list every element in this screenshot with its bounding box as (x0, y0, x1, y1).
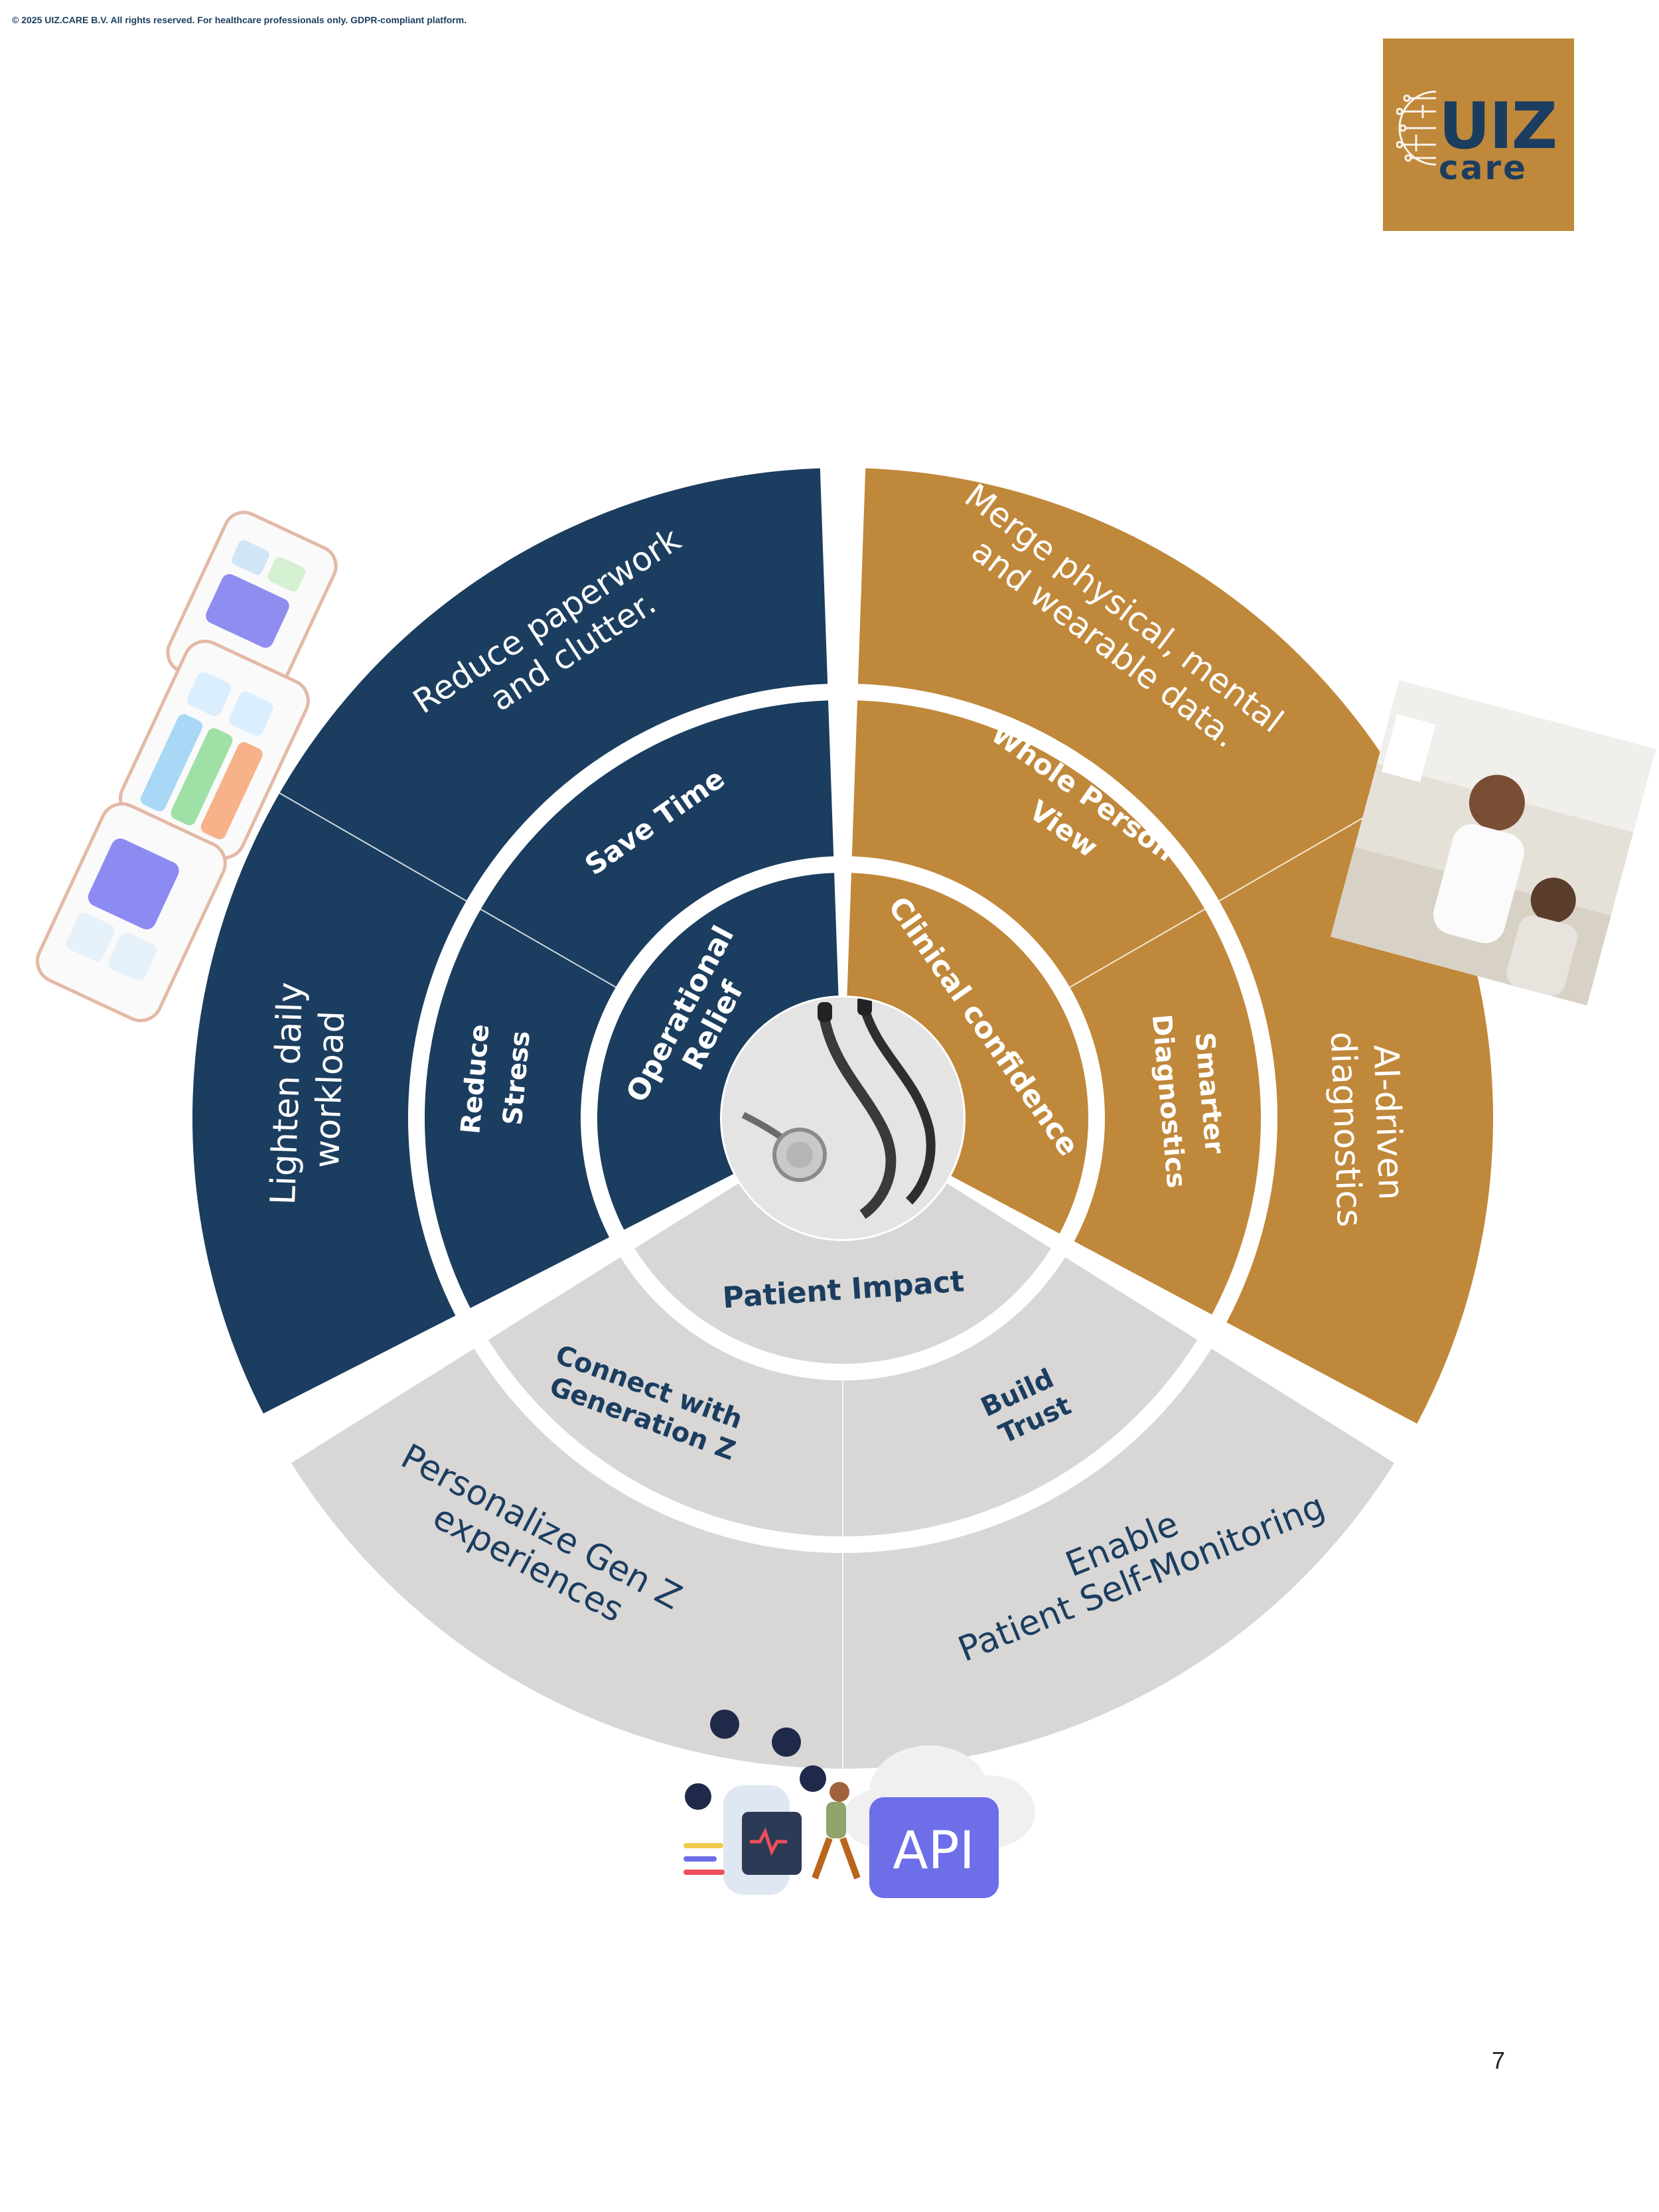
sector-clinical-ring-3 (857, 468, 1493, 1424)
wearable-api-illustration: API (684, 1710, 1035, 1898)
sector-shapes (192, 468, 1493, 1769)
divider-clinical-2 (1069, 909, 1206, 988)
sector-operational-ring-2 (425, 700, 834, 1309)
divider-operational-2 (480, 909, 616, 988)
api-label: API (893, 1821, 974, 1881)
circuit-brain-icon (1396, 90, 1437, 166)
logo-text-uiz: UIZ (1439, 89, 1557, 163)
sector-operational-ring-1 (597, 873, 839, 1230)
sector-operational-ring-3 (192, 468, 828, 1414)
copyright-notice: © 2025 UIZ.CARE B.V. All rights reserved… (12, 15, 467, 25)
app-screens-image (36, 510, 338, 1023)
page-number: 7 (1492, 2047, 1506, 2074)
doctor-patient-photo (1331, 680, 1656, 1005)
label-lighten-workload: Lighten daily workload (263, 970, 354, 1207)
sector-patient-ring-1 (634, 1179, 1051, 1364)
sector-clinical-ring-1 (847, 873, 1089, 1234)
sector-clinical-ring-2 (851, 700, 1262, 1315)
logo-text-care: care (1439, 149, 1528, 187)
label-ai-diagnostics: AI-driven diagnostics (1323, 1029, 1411, 1228)
stethoscope-image (720, 995, 966, 1241)
uiz-care-logo: UIZ care (1383, 38, 1574, 231)
divider-operational-3 (279, 792, 467, 902)
